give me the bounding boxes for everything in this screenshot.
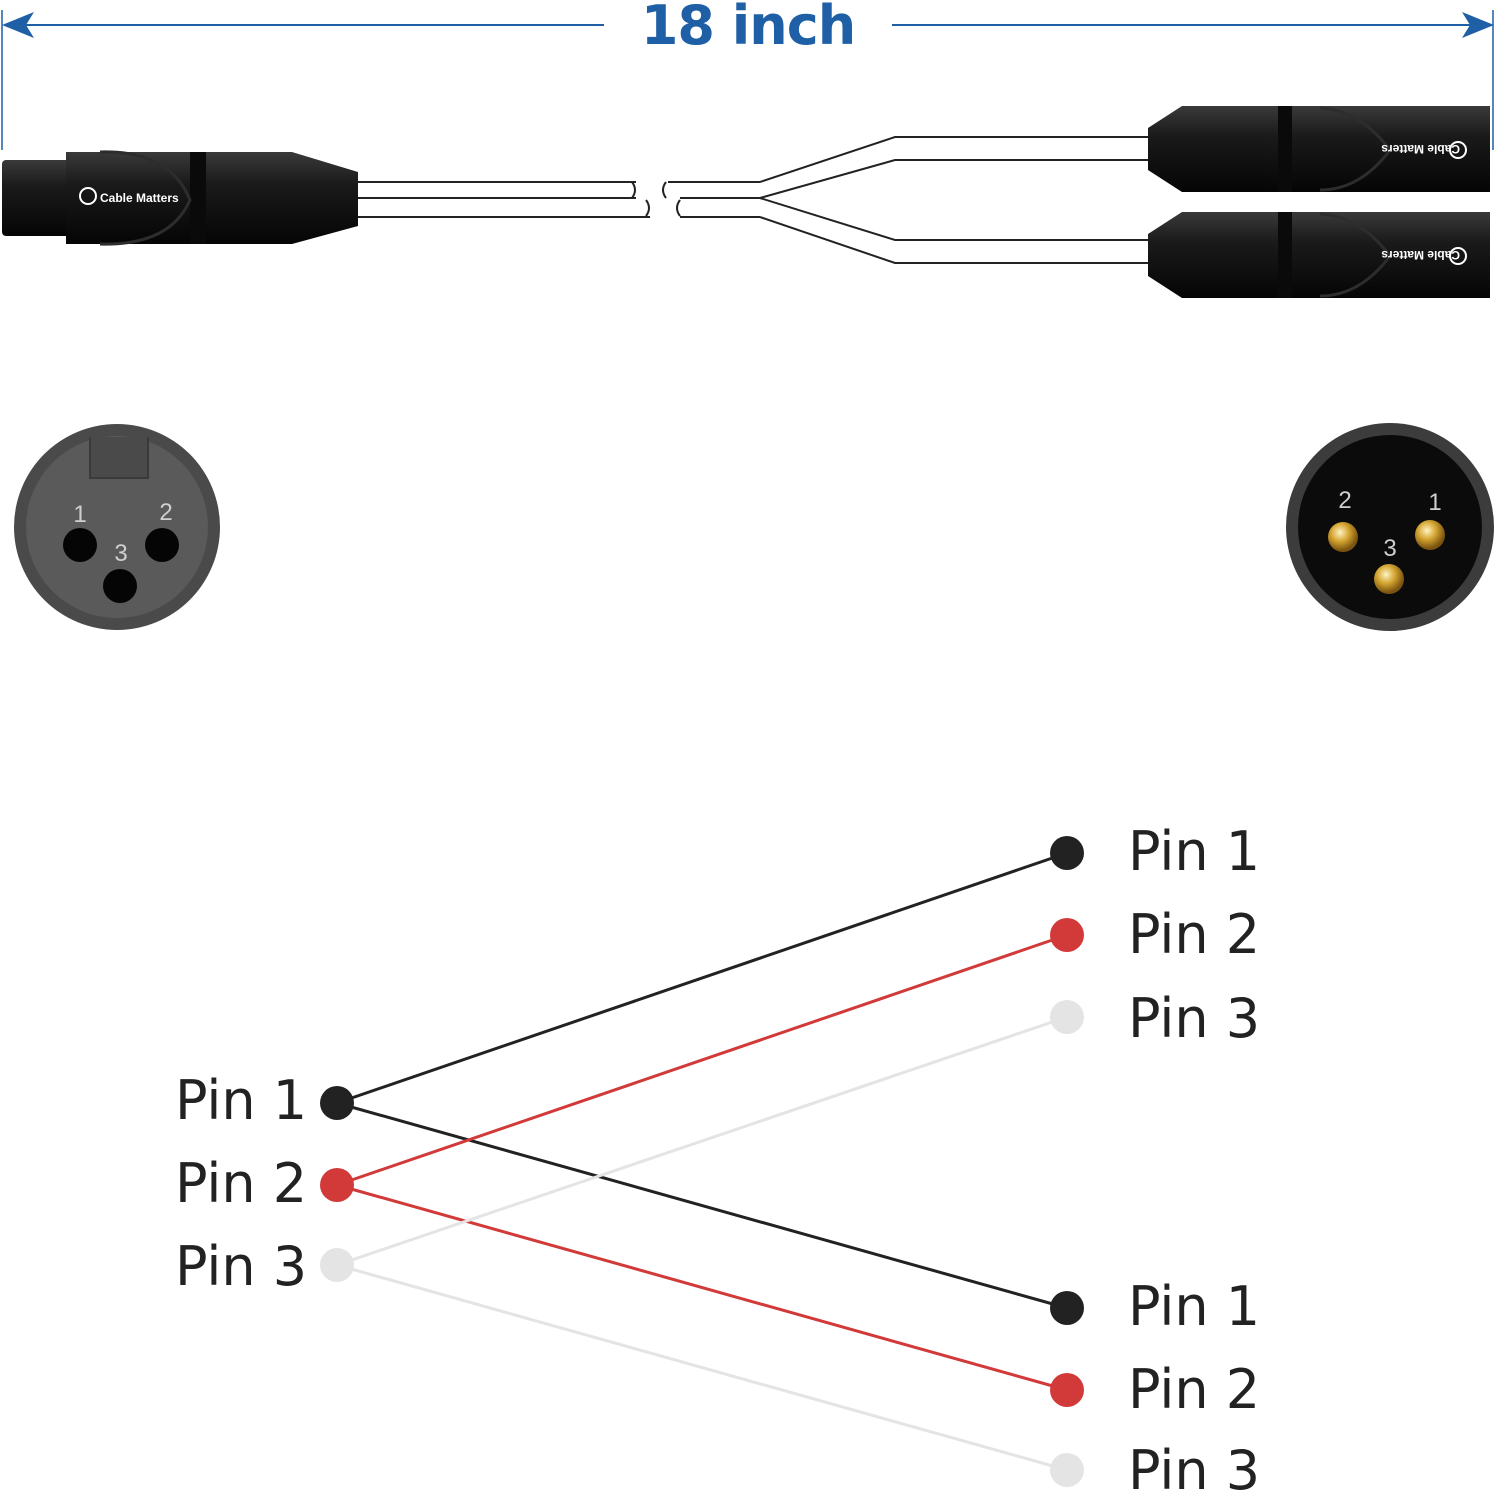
node-right-top-pin2 [1050, 918, 1084, 952]
gold-pin-icon [1415, 520, 1445, 550]
wire-pin2-bottom [336, 1183, 1068, 1392]
node-left-pin2 [320, 1168, 354, 1202]
right-bottom-pin-label: Pin 3 [1128, 1439, 1261, 1502]
left-pin-label: Pin 1 [175, 1069, 308, 1132]
brand-label-male-bottom: Cable Matters [1381, 248, 1460, 262]
wire-pin1-top [336, 851, 1068, 1105]
left-pin-label: Pin 3 [175, 1235, 308, 1298]
node-left-pin3 [320, 1248, 354, 1282]
right-top-pin-label: Pin 1 [1128, 820, 1261, 883]
arrow-left-icon [2, 12, 34, 38]
male-pin-number: 2 [1338, 487, 1351, 514]
wire-pin2-top [336, 933, 1068, 1187]
brand-label-female: Cable Matters [100, 191, 179, 205]
arrow-right-icon [1462, 12, 1494, 38]
node-left-pin1 [320, 1086, 354, 1120]
xlr-male-connector-top: Cable Matters [1148, 106, 1490, 192]
right-top-pin-label: Pin 3 [1128, 987, 1261, 1050]
female-connector-face: 1 2 3 [14, 424, 220, 630]
node-right-top-pin3 [1050, 1000, 1084, 1034]
brand-label-male-top: Cable Matters [1381, 142, 1460, 156]
female-pin-number: 3 [114, 540, 127, 567]
right-bottom-pin-label: Pin 1 [1128, 1275, 1261, 1338]
cable-wires [356, 136, 1150, 264]
gold-pin-icon [1374, 564, 1404, 594]
male-pin-number: 3 [1383, 535, 1396, 562]
node-right-bottom-pin1 [1050, 1291, 1084, 1325]
female-pin-number: 1 [73, 501, 86, 528]
wire-pin3-top [336, 1015, 1068, 1267]
female-pin-socket [103, 569, 137, 603]
left-pin-label: Pin 2 [175, 1152, 308, 1215]
wiring-lines [336, 851, 1068, 1472]
female-pin-socket [63, 528, 97, 562]
brand-logo-icon [1449, 141, 1467, 159]
female-pin-socket [145, 528, 179, 562]
brand-logo-icon [1449, 247, 1467, 265]
brand-logo-icon [79, 187, 97, 205]
male-connector-face: 2 1 3 [1286, 423, 1494, 631]
female-pin-number: 2 [159, 499, 172, 526]
male-pin-number: 1 [1428, 489, 1441, 516]
gold-pin-icon [1328, 522, 1358, 552]
wiring-nodes [320, 836, 1084, 1487]
node-right-bottom-pin3 [1050, 1453, 1084, 1487]
node-right-bottom-pin2 [1050, 1373, 1084, 1407]
xlr-male-connector-bottom: Cable Matters [1148, 212, 1490, 298]
wire-pin1-bottom [336, 1101, 1068, 1310]
wire-pin3-bottom [336, 1263, 1068, 1472]
right-top-pin-label: Pin 2 [1128, 903, 1261, 966]
cable-length-label: 18 inch [640, 0, 856, 57]
length-dimension [1, 10, 1494, 150]
xlr-female-connector: Cable Matters [2, 150, 358, 246]
node-right-top-pin1 [1050, 836, 1084, 870]
right-bottom-pin-label: Pin 2 [1128, 1358, 1261, 1421]
